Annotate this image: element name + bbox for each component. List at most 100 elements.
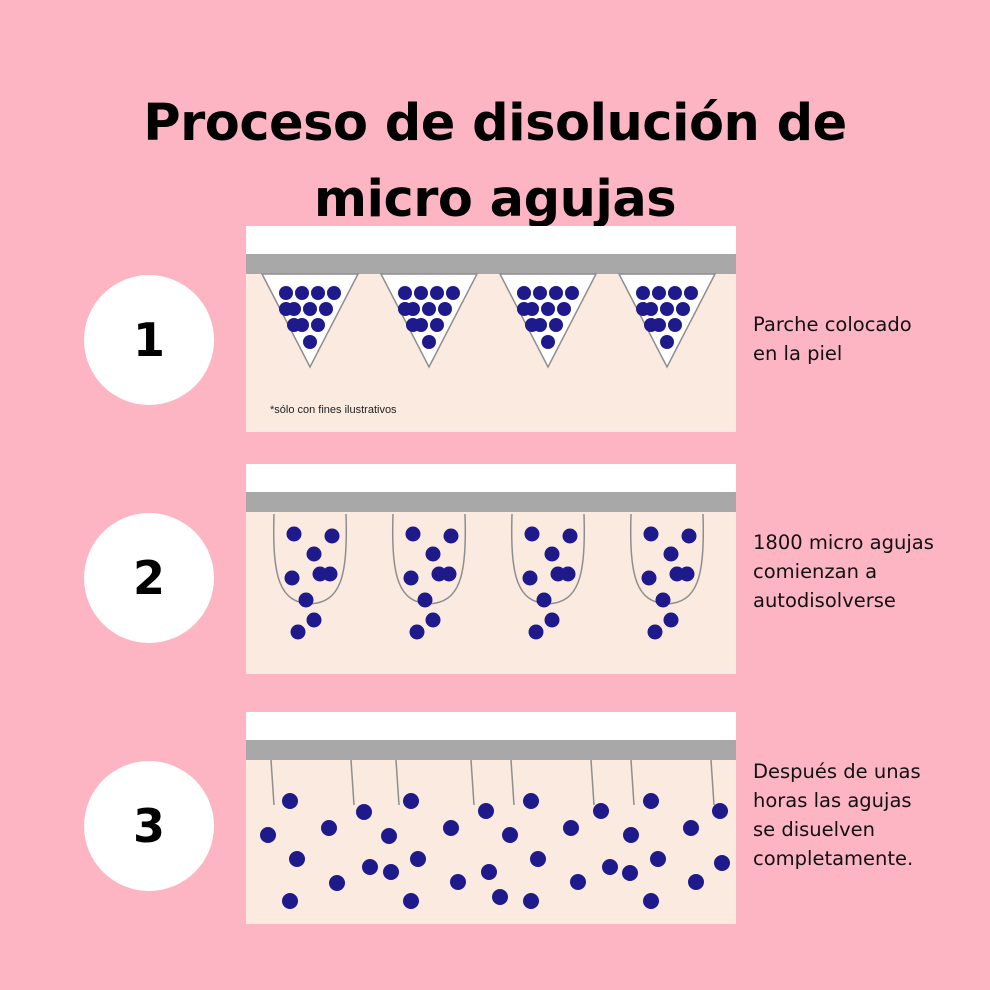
particle-dot [362,859,378,875]
step-3-illustration [246,712,736,924]
particle-dot [430,286,444,300]
particle-dot [681,528,697,544]
particle-dot [541,335,555,349]
patch-backing [246,464,736,492]
particle-dot [644,318,658,332]
particle-dot [329,875,345,891]
needle-remnant [470,759,475,806]
particle-dot [641,570,657,586]
particle-dot [663,612,679,628]
particle-dot [425,612,441,628]
particle-dot [446,286,460,300]
needle-remnant [395,759,400,806]
particle-dot [668,286,682,300]
particle-dot [523,893,539,909]
title-line-1: Proceso de disolución de [143,94,847,154]
particle-dot [327,286,341,300]
particle-dot [541,302,555,316]
needle-remnant [710,759,715,806]
particle-dot [522,570,538,586]
particle-dot [430,318,444,332]
particle-dot [562,528,578,544]
particle-dot [502,827,518,843]
particle-dot [295,286,309,300]
step-1-description-line: Parche colocado [753,313,912,336]
particle-dot [306,546,322,562]
particle-dot [311,286,325,300]
step-3-description-line: completamente. [753,847,914,870]
particle-dot [643,793,659,809]
particle-dot [524,526,540,542]
particle-dot [410,851,426,867]
particle-dot [321,820,337,836]
particle-dot [450,874,466,890]
particle-dot [663,546,679,562]
step-1-description-line: en la piel [753,342,843,365]
needle-remnant [590,759,595,806]
particle-dot [383,864,399,880]
particle-dot [517,286,531,300]
particle-dot [570,874,586,890]
particle-dot [289,851,305,867]
needle-remnant [510,759,515,806]
particle-dot [311,318,325,332]
particle-dot [602,859,618,875]
particle-dot [303,302,317,316]
patch-backing [246,226,736,254]
step-3-description-line: Después de unas [753,760,921,783]
particle-dot [679,566,695,582]
particle-dot [322,566,338,582]
particle-dot [636,302,650,316]
patch-backing [246,712,736,740]
step-1-number-badge: 1 [84,275,214,405]
particle-dot [544,612,560,628]
particle-dot [286,526,302,542]
particle-dot [422,302,436,316]
particle-dot [403,793,419,809]
particle-dot [492,889,508,905]
step-3-description-line: horas las agujas [753,789,912,812]
particle-dot [398,286,412,300]
particle-dot [324,528,340,544]
patch-band [246,254,736,274]
particle-dot [406,318,420,332]
page-title: Proceso de disolución de micro agujas [0,86,990,238]
step-2-number: 2 [132,551,165,605]
particle-dot [284,570,300,586]
particle-dot [533,286,547,300]
particle-dot [684,286,698,300]
particle-dot [650,851,666,867]
particle-dot [536,592,552,608]
particle-dot [622,865,638,881]
patch-band [246,740,736,760]
step-2-description: 1800 micro agujas comienzan a autodisolv… [753,528,985,615]
particle-dot [676,302,690,316]
particle-dot [279,302,293,316]
particle-dot [560,566,576,582]
particle-dot [643,526,659,542]
particle-dot [438,302,452,316]
particle-dot [478,803,494,819]
particle-dot [652,286,666,300]
particle-dot [441,566,457,582]
step-2-number-badge: 2 [84,513,214,643]
particle-dot [405,526,421,542]
particle-dot [563,820,579,836]
particle-dot [443,820,459,836]
step-2-illustration [246,464,736,674]
particle-dot [356,804,372,820]
particle-dot [565,286,579,300]
step-1-illustration: *sólo con fines ilustrativos [246,226,736,432]
particle-dot [647,624,663,640]
particle-dot [319,302,333,316]
step-2-description-line: autodisolverse [753,589,896,612]
particle-dot [417,592,433,608]
particle-dot [530,851,546,867]
particle-dot [557,302,571,316]
particle-dot [688,874,704,890]
particle-dot [282,793,298,809]
step-2-description-line: comienzan a [753,560,878,583]
particle-dot [403,570,419,586]
particle-dot [660,302,674,316]
step-3-description-line: se disuelven [753,818,875,841]
